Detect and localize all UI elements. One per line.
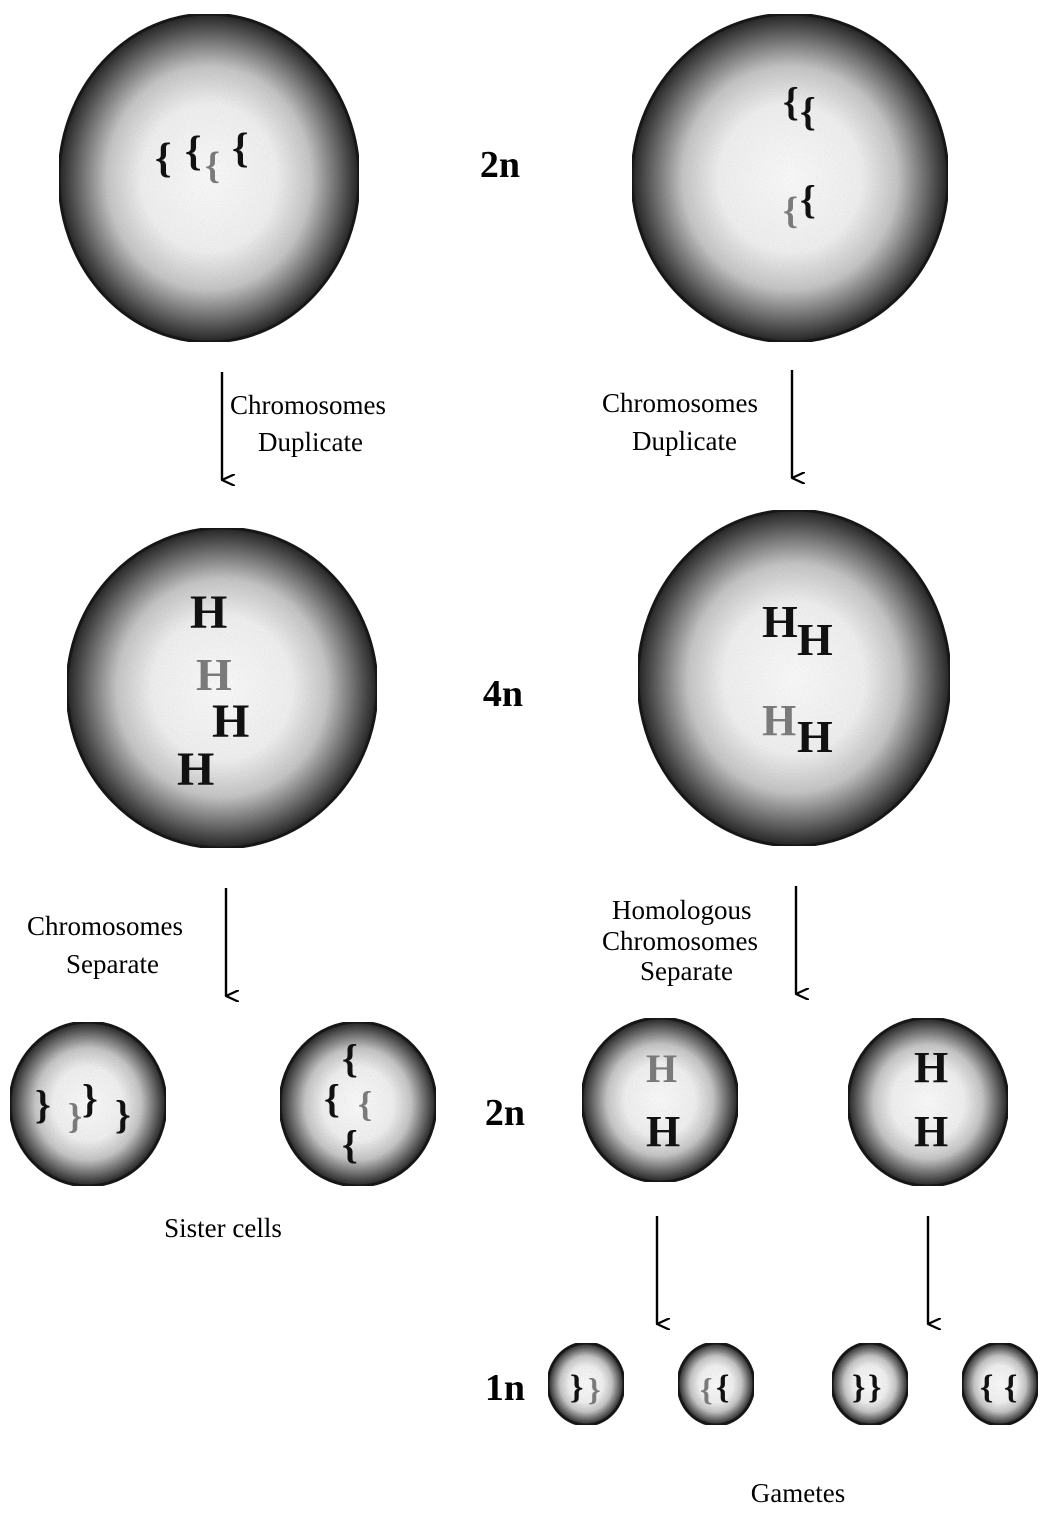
chromosome-icon: H — [914, 1107, 948, 1156]
right-separate-label-line1: Homologous — [612, 895, 752, 925]
chromosome-icon: { — [783, 79, 799, 124]
chromosome-icon: { — [980, 1369, 993, 1406]
chromosome-icon: H — [914, 1043, 948, 1092]
gamete-4: { { — [962, 1343, 1038, 1425]
chromosome-icon: } — [115, 1092, 131, 1137]
homolog-cell-2: H H — [848, 1018, 1008, 1186]
sister-cells-label: Sister cells — [164, 1213, 282, 1243]
cell-right-4n: H H H H — [638, 510, 950, 846]
chromosome-icon: { — [342, 1122, 358, 1167]
chromosome-icon: H — [762, 696, 796, 745]
left-duplicate-label-line2: Duplicate — [258, 427, 363, 457]
chromosome-icon: { — [800, 89, 816, 134]
chromosome-icon: } — [868, 1369, 881, 1406]
chromosome-icon: H — [762, 596, 798, 647]
left-duplicate-label-line1: Chromosomes — [230, 390, 386, 420]
right-duplicate-label-line2: Duplicate — [632, 426, 737, 456]
chromosome-icon: { — [324, 1076, 340, 1121]
cell-right-2n: { { { { — [632, 14, 948, 342]
ploidy-label-4n: 4n — [483, 673, 523, 715]
chromosome-icon: } — [82, 1076, 98, 1121]
chromosome-icon: H — [212, 695, 249, 748]
chromosome-icon: H — [797, 711, 833, 762]
gamete-2: { { — [678, 1343, 754, 1425]
ploidy-label-2n-top: 2n — [480, 144, 520, 186]
chromosome-icon: { — [800, 177, 816, 222]
chromosome-icon: } — [68, 1096, 82, 1136]
homolog-cell-1: H H — [582, 1018, 738, 1182]
chromosome-icon: H — [196, 649, 232, 700]
chromosome-icon: { — [232, 126, 249, 172]
right-separate-label-line2: Chromosomes — [602, 926, 758, 956]
chromosome-icon: H — [190, 586, 227, 639]
right-separate-label-line3: Separate — [640, 956, 733, 986]
chromosome-icon: H — [646, 1046, 677, 1091]
chromosome-icon: } — [588, 1371, 601, 1407]
chromosome-icon: H — [177, 743, 214, 796]
ploidy-label-1n: 1n — [485, 1367, 525, 1409]
chromosome-icon: { — [342, 1036, 358, 1081]
chromosome-icon: { — [1004, 1369, 1017, 1406]
chromosome-icon: { — [185, 129, 202, 175]
chromosome-icon: { — [783, 190, 798, 232]
sister-cell-2: { { { { — [280, 1022, 436, 1186]
chromosome-icon: H — [646, 1107, 680, 1156]
chromosome-icon: { — [205, 145, 220, 187]
gamete-1: } } — [548, 1343, 624, 1425]
chromosome-icon: } — [852, 1369, 865, 1406]
ploidy-label-2n-daughter: 2n — [485, 1092, 525, 1134]
chromosome-icon: } — [570, 1369, 583, 1406]
chromosome-icon: { — [700, 1371, 713, 1407]
left-separate-label-line2: Separate — [66, 949, 159, 979]
chromosome-icon: H — [797, 614, 833, 665]
right-duplicate-label-line1: Chromosomes — [602, 388, 758, 418]
chromosome-icon: { — [358, 1084, 372, 1124]
chromosome-icon: } — [35, 1082, 51, 1127]
gamete-3: } } — [832, 1343, 908, 1425]
chromosome-icon: { — [716, 1369, 729, 1406]
chromosome-icon: { — [155, 136, 172, 182]
cell-left-4n: H H H H — [67, 528, 377, 848]
left-separate-label-line1: Chromosomes — [27, 911, 183, 941]
cell-left-2n: { { { { — [59, 14, 359, 342]
gametes-label: Gametes — [751, 1478, 845, 1508]
sister-cell-1: } } } } — [10, 1022, 166, 1186]
